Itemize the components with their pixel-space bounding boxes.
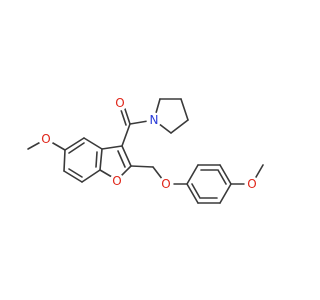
furan-oxygen-label: O	[112, 174, 121, 188]
bond-c6-c7-a	[63, 170, 83, 183]
ether-oxygen-atom: O	[158, 176, 174, 192]
bond-c3a-c4	[83, 137, 103, 150]
bond-ring-cd	[170, 119, 189, 134]
bond-ar-6-1	[186, 183, 199, 204]
bond-ar-3-4-inner	[217, 169, 227, 185]
molecule-diagram: O N O O O O	[27, 95, 264, 204]
bond-c7a-c3a	[99, 148, 103, 171]
bond-c7-c7a	[81, 169, 101, 183]
bond-ar-3-4	[219, 164, 232, 185]
bond-c5-c6	[63, 149, 66, 172]
bond-c3-c3a	[101, 145, 123, 150]
methoxy-oxygen-right-label: O	[247, 177, 256, 191]
pyrrolidine-nitrogen-label: N	[150, 113, 159, 127]
bonds	[27, 98, 264, 204]
bond-ring-bc	[180, 98, 189, 121]
bond-ar-1-6-inner	[191, 183, 201, 199]
bond-carbonyl-c3	[121, 123, 131, 147]
bond-c3-c2-b	[117, 150, 126, 168]
bond-c2-ch2	[130, 165, 154, 168]
bond-c7a-c3a-inner	[95, 151, 98, 168]
methoxy-oxygen-left-atom: O	[38, 131, 54, 147]
bond-ar-4-5	[219, 183, 232, 204]
bond-ar-1-2	[186, 164, 199, 185]
bond-c4-c5-a	[64, 137, 85, 151]
bond-c4-c5-b	[68, 142, 85, 154]
methoxy-oxygen-right-atom: O	[244, 176, 260, 192]
bond-c6-c7-b	[68, 168, 83, 178]
methoxy-oxygen-left-label: O	[41, 132, 50, 146]
pyrrolidine-nitrogen-atom: N	[146, 112, 162, 128]
bond-c3-c2-a	[121, 145, 132, 167]
furan-oxygen-atom: O	[109, 173, 125, 189]
structure-canvas: O N O O O O	[27, 95, 264, 204]
carbonyl-oxygen-label: O	[115, 96, 124, 110]
ether-oxygen-label: O	[161, 177, 170, 191]
atoms: O N O O O O	[38, 95, 260, 192]
carbonyl-oxygen-atom: O	[112, 95, 128, 111]
